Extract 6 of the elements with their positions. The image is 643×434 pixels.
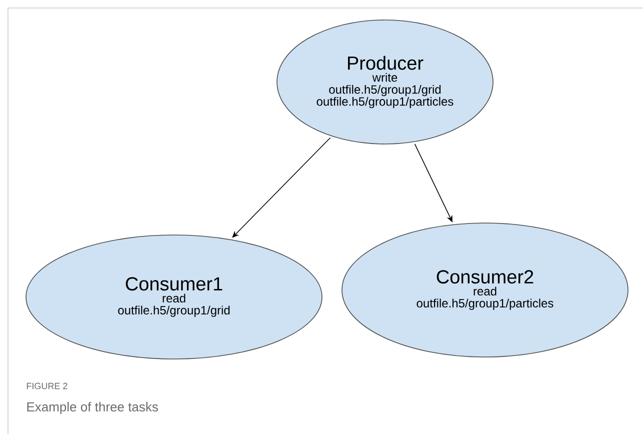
ellipse-node: Consumer1 read outfile.h5/group1/grid <box>26 234 322 360</box>
caption: Example of three tasks <box>27 402 158 414</box>
ellipse-node: Producer write outfile.h5/group1/grid outfile.h5/group1/particles <box>276 20 494 144</box>
figure-number: FIGURE 2 <box>26 382 68 390</box>
ellipse-node: Consumer2 read outfile.h5/group1/particles <box>342 222 628 358</box>
arrow <box>232 137 331 238</box>
